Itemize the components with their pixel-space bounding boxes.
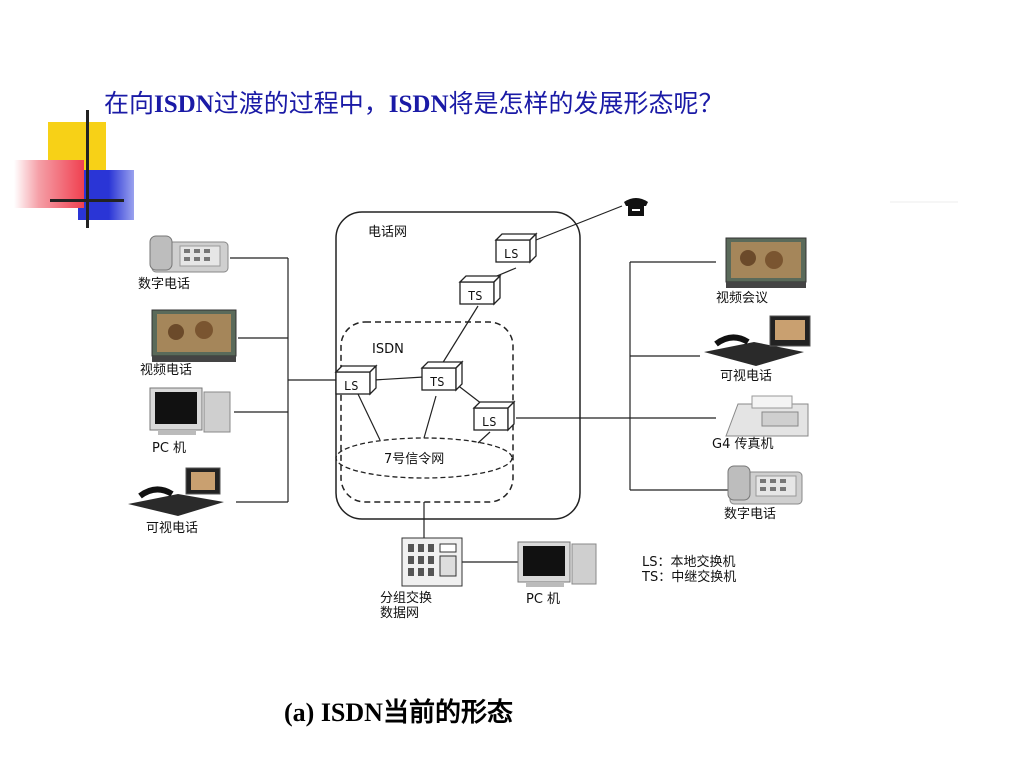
- telephone-network-label: 电话网: [368, 225, 407, 240]
- node-ls-left: LS: [335, 365, 377, 395]
- svg-text:LS: LS: [482, 415, 496, 429]
- packet-switch-icon: [401, 537, 463, 587]
- video-phone-icon-left: [151, 309, 237, 362]
- node-ls-top: LS: [495, 233, 537, 263]
- legend-ts: TS：中继交换机: [641, 569, 736, 585]
- svg-text:LS: LS: [504, 247, 518, 261]
- svg-text:LS: LS: [344, 379, 358, 393]
- node-ts-top: TS: [459, 275, 501, 305]
- slide-title: 在向ISDN过渡的过程中，ISDN将是怎样的发展形态呢？: [104, 89, 724, 118]
- device-label-right-0: 视频会议: [716, 291, 768, 306]
- device-label-left-1: 视频电话: [140, 363, 192, 378]
- telephone-handset-icon: [624, 198, 648, 216]
- signaling-network-label: 7号信令网: [384, 452, 444, 467]
- device-label-left-3: 可视电话: [146, 521, 198, 536]
- node-ls-right: LS: [473, 401, 515, 431]
- video-conference-icon-right: [725, 237, 807, 288]
- packet-network-label-line1: 分组交换: [380, 590, 432, 606]
- videophone-handset-icon-left: [128, 467, 224, 516]
- fax-machine-icon-right: [725, 395, 809, 437]
- device-label-left-2: PC 机: [152, 441, 186, 456]
- svg-text:TS: TS: [430, 375, 444, 389]
- pc-label-bottom: PC 机: [526, 592, 560, 607]
- legend-ls: LS：本地交换机: [642, 554, 736, 570]
- isdn-label: ISDN: [372, 342, 404, 357]
- signaling-network-ellipse: [335, 437, 513, 479]
- device-label-right-2: G4 传真机: [712, 437, 773, 452]
- deco-horizontal-line: [50, 199, 124, 202]
- pc-icon-left: [149, 387, 231, 435]
- videophone-handset-icon-right: [704, 315, 811, 366]
- packet-network-label-line2: 数据网: [380, 606, 419, 621]
- pc-icon-bottom: [517, 541, 597, 587]
- node-ts-mid: TS: [421, 361, 463, 391]
- deco-vertical-line: [86, 110, 89, 228]
- diagram-caption: (a) ISDN当前的形态: [284, 698, 513, 728]
- telephone-network-boundary: [335, 211, 581, 520]
- digital-phone-icon-left: [149, 235, 229, 273]
- device-label-left-0: 数字电话: [138, 277, 190, 292]
- svg-text:TS: TS: [468, 289, 482, 303]
- digital-phone-icon-right: [727, 465, 803, 505]
- isdn-boundary: [340, 321, 514, 503]
- device-label-right-1: 可视电话: [720, 369, 772, 384]
- device-label-right-3: 数字电话: [724, 507, 776, 522]
